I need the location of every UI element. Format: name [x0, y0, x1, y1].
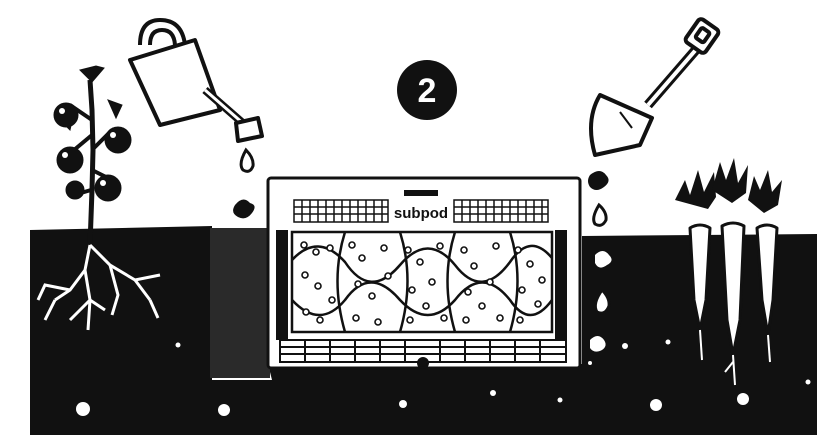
brand-label: subpod: [394, 205, 448, 222]
step-number: 2: [418, 72, 437, 110]
side-post-left: [276, 230, 288, 340]
soil-clod-icon: [233, 199, 254, 218]
shovel-icon: [591, 18, 720, 155]
soil-clod-icon: [588, 171, 609, 190]
lid-handle: [404, 190, 438, 196]
subpod-bed: subpod: [268, 178, 580, 368]
lid-grille-left: [294, 200, 388, 222]
step-badge: 2: [397, 60, 457, 120]
water-drop-icon: [241, 150, 253, 171]
watering-can-icon: [130, 20, 262, 141]
side-post-right: [555, 230, 567, 340]
trench-shadow: [210, 228, 270, 378]
lid-grille-right: [454, 200, 548, 222]
